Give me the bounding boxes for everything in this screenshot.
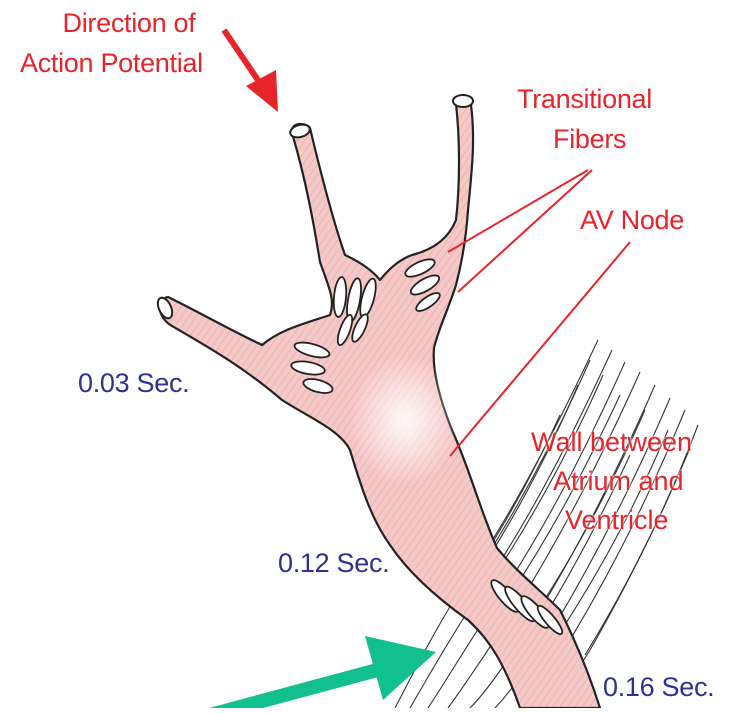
- time-label-0.12: 0.12 Sec.: [278, 548, 389, 578]
- wall-label-line3: Ventricle: [565, 505, 669, 535]
- av-node-label: AV Node: [580, 205, 684, 235]
- wall-label-line2: Atrium and: [553, 466, 684, 496]
- direction-label-line2: Action Potential: [20, 48, 203, 78]
- transitional-label-line2: Fibers: [553, 124, 626, 154]
- time-label-0.03: 0.03 Sec.: [78, 368, 189, 398]
- direction-label: Direction of: [49, 8, 209, 38]
- wall-label-line1: Wall between: [531, 427, 692, 457]
- pointer-arrow: [210, 636, 436, 708]
- transitional-label-line1: Transitional: [517, 84, 652, 114]
- time-label-0.16: 0.16 Sec.: [603, 672, 714, 702]
- direction-arrow: [224, 30, 278, 112]
- direction-label-line1: Direction of: [49, 8, 209, 38]
